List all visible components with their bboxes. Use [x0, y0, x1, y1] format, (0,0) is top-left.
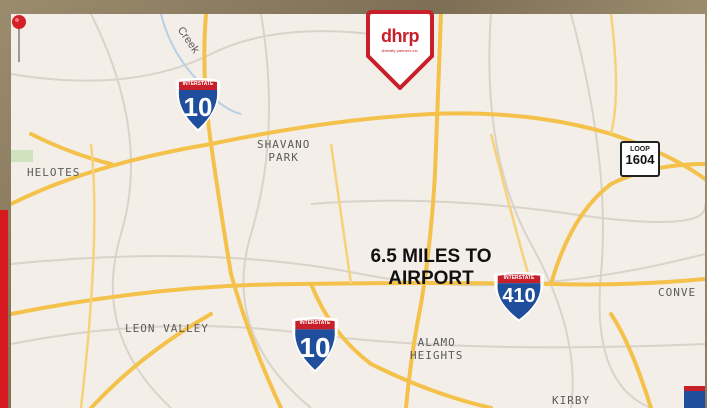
shield-number: 410 [502, 285, 536, 307]
map-canvas[interactable]: Creek HELOTES SHAVANO PARK LEON VALLEY A… [11, 14, 705, 408]
place-label-shavano-park: SHAVANO PARK [257, 138, 311, 164]
callout-line-2: AIRPORT [388, 268, 474, 289]
interstate-shield-icon [494, 272, 544, 323]
place-label-converse: CONVE [658, 286, 697, 299]
logo-text: dhrp [381, 26, 420, 46]
map-pin-icon[interactable] [11, 14, 27, 64]
road-network [11, 14, 705, 408]
shield-number: 10 [183, 92, 213, 122]
shield-band-label: INTERSTATE [503, 275, 535, 281]
place-label-helotes: HELOTES [27, 166, 81, 179]
shield-band-label: INTERSTATE [182, 81, 214, 87]
logo-pin-icon [366, 10, 434, 91]
interstate-shield-partial [684, 386, 705, 408]
airport-distance-callout: 6.5 MILES TO AIRPORT [351, 246, 511, 290]
logo-subtitle: dhrealty partners inc. [381, 48, 419, 53]
interstate-shield-icon [175, 78, 221, 132]
interstate-10-shield-south: INTERSTATE 10 [288, 317, 342, 375]
callout-line-1: 6.5 MILES TO [370, 246, 492, 267]
interstate-410-shield: INTERSTATE 410 [491, 272, 547, 324]
brand-logo-marker[interactable]: dhrp dhrealty partners inc. [366, 10, 434, 91]
brand-accent-bar [0, 210, 8, 408]
interstate-shield-icon [291, 317, 339, 373]
loop-sign-number: 1604 [625, 152, 655, 167]
interstate-10-shield-north: INTERSTATE 10 [173, 78, 223, 134]
interstate-shield-icon [684, 386, 705, 408]
loop-sign-top: LOOP [630, 146, 650, 153]
shield-band-label: INTERSTATE [299, 320, 331, 326]
place-label-alamo-heights: ALAMO HEIGHTS [410, 336, 464, 362]
shield-number: 10 [299, 332, 331, 363]
park-area [11, 150, 33, 162]
loop-1604-sign: LOOP 1604 [620, 141, 660, 177]
place-label-leon-valley: LEON VALLEY [125, 322, 209, 335]
place-label-kirby: KIRBY [552, 394, 591, 407]
